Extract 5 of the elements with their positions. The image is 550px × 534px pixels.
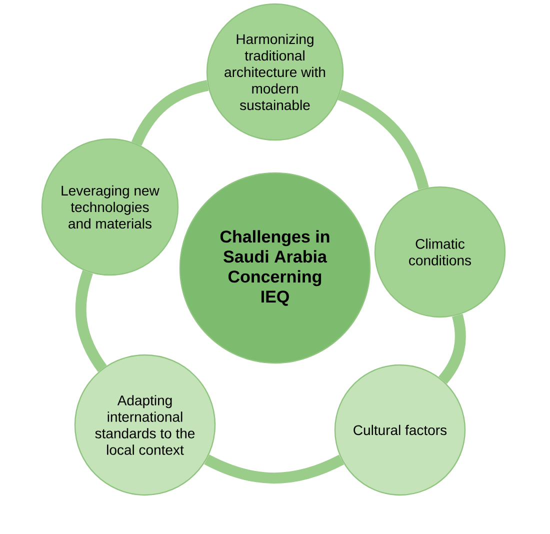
ring-arc	[438, 314, 466, 384]
ring-arc	[75, 270, 107, 372]
ring-arc	[131, 80, 209, 146]
ring-arc	[204, 454, 344, 484]
ring-arc	[338, 90, 429, 190]
